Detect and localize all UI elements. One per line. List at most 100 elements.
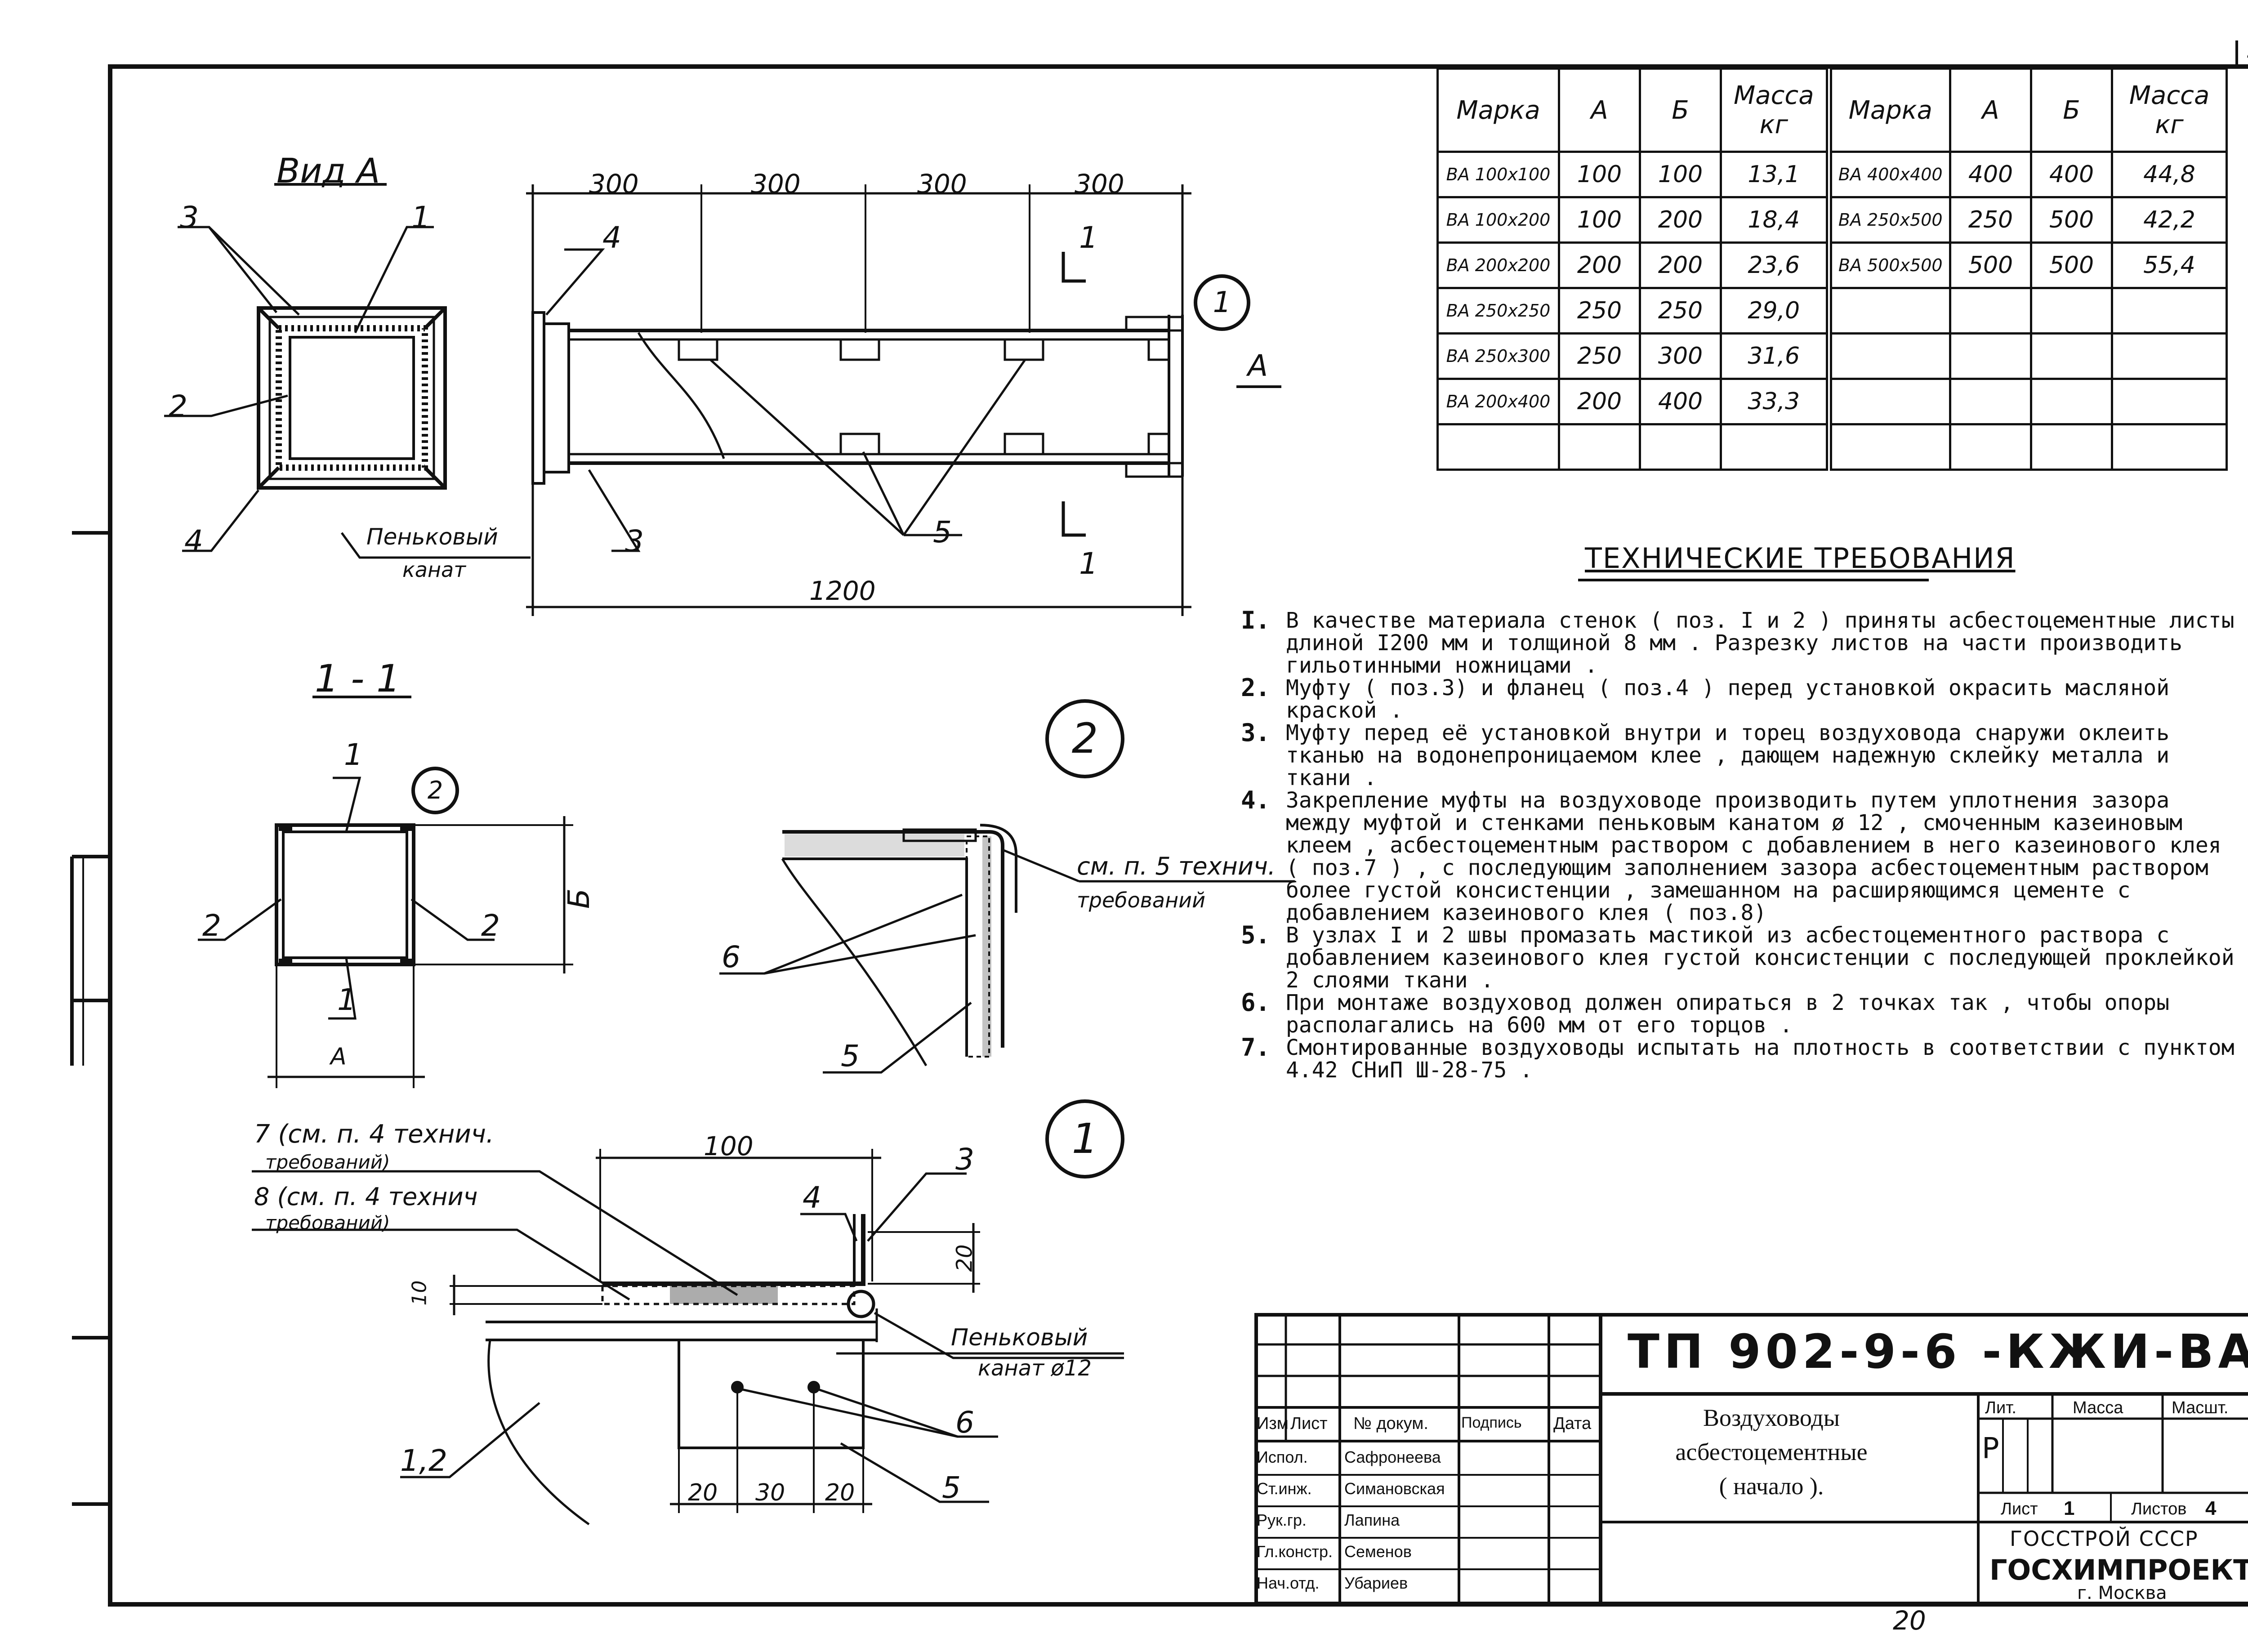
- node1-rope-2: канат ø12: [978, 1356, 1092, 1381]
- spec-cell: 500: [2030, 196, 2113, 244]
- col-doc: № докум.: [1353, 1414, 1428, 1433]
- requirement-text: Смонтированные воздуховоды испытать на п…: [1286, 1035, 2235, 1083]
- col-date: Дата: [1553, 1414, 1592, 1433]
- node1-dim-20-b: 20: [825, 1479, 855, 1506]
- spec-cell: [1949, 378, 2032, 425]
- spec-cell: ВА 500х500: [1825, 241, 1951, 289]
- spec-cell: [1825, 423, 1951, 471]
- dim-300-2: 300: [751, 169, 801, 199]
- sheet-value: 1: [2064, 1497, 2075, 1519]
- spec-cell: [2030, 332, 2113, 380]
- requirement-text: В качестве материала стенок ( поз. I и 2…: [1286, 608, 2235, 678]
- page-number-bottom: 20: [1893, 1605, 1926, 1636]
- signatory-role: Гл.констр.: [1257, 1542, 1333, 1561]
- node1-callout: 1: [1045, 1099, 1124, 1179]
- org-city: г. Москва: [2077, 1583, 2167, 1603]
- spec-cell: [1825, 332, 1951, 380]
- spec-cell: 44,8: [2111, 151, 2228, 198]
- requirement-item: 7.Смонтированные воздуховоды испытать на…: [1241, 1035, 2244, 1083]
- signatory-name: Симановская: [1344, 1479, 1445, 1498]
- spec-cell: 300: [1639, 332, 1722, 380]
- sheet-label: Лист: [2001, 1500, 2038, 1518]
- node1-dim-20: 20: [952, 1244, 977, 1272]
- spec-cell: 18,4: [1720, 196, 1830, 244]
- node2-label-6: 6: [722, 940, 740, 974]
- spec-cell: [1949, 332, 2032, 380]
- dim-300-3: 300: [917, 169, 967, 199]
- spec-cell: 200: [1639, 241, 1722, 289]
- spec-cell: ВА 200х200: [1436, 241, 1560, 289]
- scale-label: Масшт.: [2172, 1398, 2229, 1417]
- spec-cell: 33,3: [1720, 378, 1830, 425]
- signatory-name: Лапина: [1344, 1511, 1400, 1529]
- spec-cell: ВА 250х300: [1436, 332, 1560, 380]
- spec-cell: 42,2: [2111, 196, 2228, 244]
- spec-row: [1436, 423, 2228, 471]
- node1-dim-30: 30: [755, 1479, 785, 1506]
- spec-cell: 200: [1558, 241, 1641, 289]
- title-block: [1254, 1313, 2248, 1605]
- dim-300-1: 300: [589, 169, 639, 199]
- signatory-name: Сафронеева: [1344, 1448, 1441, 1466]
- spec-cell: [2111, 423, 2228, 471]
- spec-cell: 100: [1558, 151, 1641, 198]
- spec-cell: 400: [2030, 151, 2113, 198]
- view-a-rope-label-2: канат: [402, 558, 466, 582]
- spec-cell: 250: [1639, 287, 1722, 335]
- node1-callout-small: 1: [1194, 274, 1250, 331]
- node1-label-3: 3: [955, 1142, 974, 1177]
- spec-h-b-2: Б: [2030, 67, 2113, 153]
- node2-callout-small: 2: [411, 767, 459, 814]
- requirement-number: 2.: [1241, 674, 1271, 702]
- spec-cell: [2030, 378, 2113, 425]
- spec-cell: [2111, 332, 2228, 380]
- signatory-role: Испол.: [1257, 1448, 1308, 1466]
- spec-cell: [1949, 287, 2032, 335]
- signatory-role: Ст.инж.: [1257, 1479, 1312, 1498]
- node2-note-1: см. п. 5 технич.: [1077, 852, 1276, 880]
- view-a-rope-label-1: Пеньковый: [366, 524, 498, 550]
- sheets-label: Листов: [2131, 1500, 2187, 1518]
- spec-cell: ВА 100х100: [1436, 151, 1560, 198]
- requirements-title: ТЕХНИЧЕСКИЕ ТРЕБОВАНИЯ: [1585, 542, 2016, 575]
- spec-cell: ВА 250х250: [1436, 287, 1560, 335]
- spec-cell: [1639, 423, 1722, 471]
- spec-table: Марка А Б Масса кг Марка А Б Масса кг ВА…: [1436, 67, 2228, 471]
- spec-cell: [1436, 423, 1560, 471]
- dim-b-label: Б: [562, 888, 597, 909]
- spec-cell: ВА 400х400: [1825, 151, 1951, 198]
- spec-cell: 55,4: [2111, 241, 2228, 289]
- sec-label-1-bottom: 1: [337, 982, 356, 1017]
- section-mark-top: 1: [1079, 220, 1098, 255]
- signatory-role: Нач.отд.: [1257, 1574, 1320, 1592]
- dim-a-label: А: [330, 1043, 347, 1070]
- sec-label-1-top: 1: [344, 737, 363, 772]
- requirement-text: При монтаже воздуховод должен опираться …: [1286, 990, 2170, 1038]
- requirement-item: 4.Закрепление муфты на воздуховоде произ…: [1241, 788, 2244, 925]
- doc-name-line-3: ( начало ).: [1719, 1473, 1824, 1500]
- requirement-text: Муфту перед её установкой внутри и торец…: [1286, 720, 2170, 790]
- requirement-text: Закрепление муфты на воздуховоде произво…: [1286, 788, 2221, 925]
- spec-h-a-2: А: [1949, 67, 2032, 153]
- page-number-top: 19: [2246, 31, 2248, 65]
- spec-cell: 29,0: [1720, 287, 1830, 335]
- view-a-label-2: 2: [169, 389, 187, 424]
- node1-label-1-2: 1,2: [400, 1443, 447, 1478]
- sec-label-2-right: 2: [481, 908, 500, 943]
- requirement-item: 6.При монтаже воздуховод должен опиратьс…: [1241, 990, 2244, 1038]
- spec-cell: [2030, 423, 2113, 471]
- spec-cell: [1949, 423, 2032, 471]
- sec-label-2-left: 2: [202, 908, 221, 943]
- requirement-number: 5.: [1241, 921, 1271, 949]
- spec-h-a: А: [1558, 67, 1641, 153]
- spec-cell: 200: [1639, 196, 1722, 244]
- node1-label-6: 6: [955, 1405, 974, 1440]
- view-a-arrow-label: A: [1248, 348, 1268, 383]
- requirement-number: I.: [1241, 606, 1271, 634]
- view-a-label-1: 1: [411, 200, 430, 235]
